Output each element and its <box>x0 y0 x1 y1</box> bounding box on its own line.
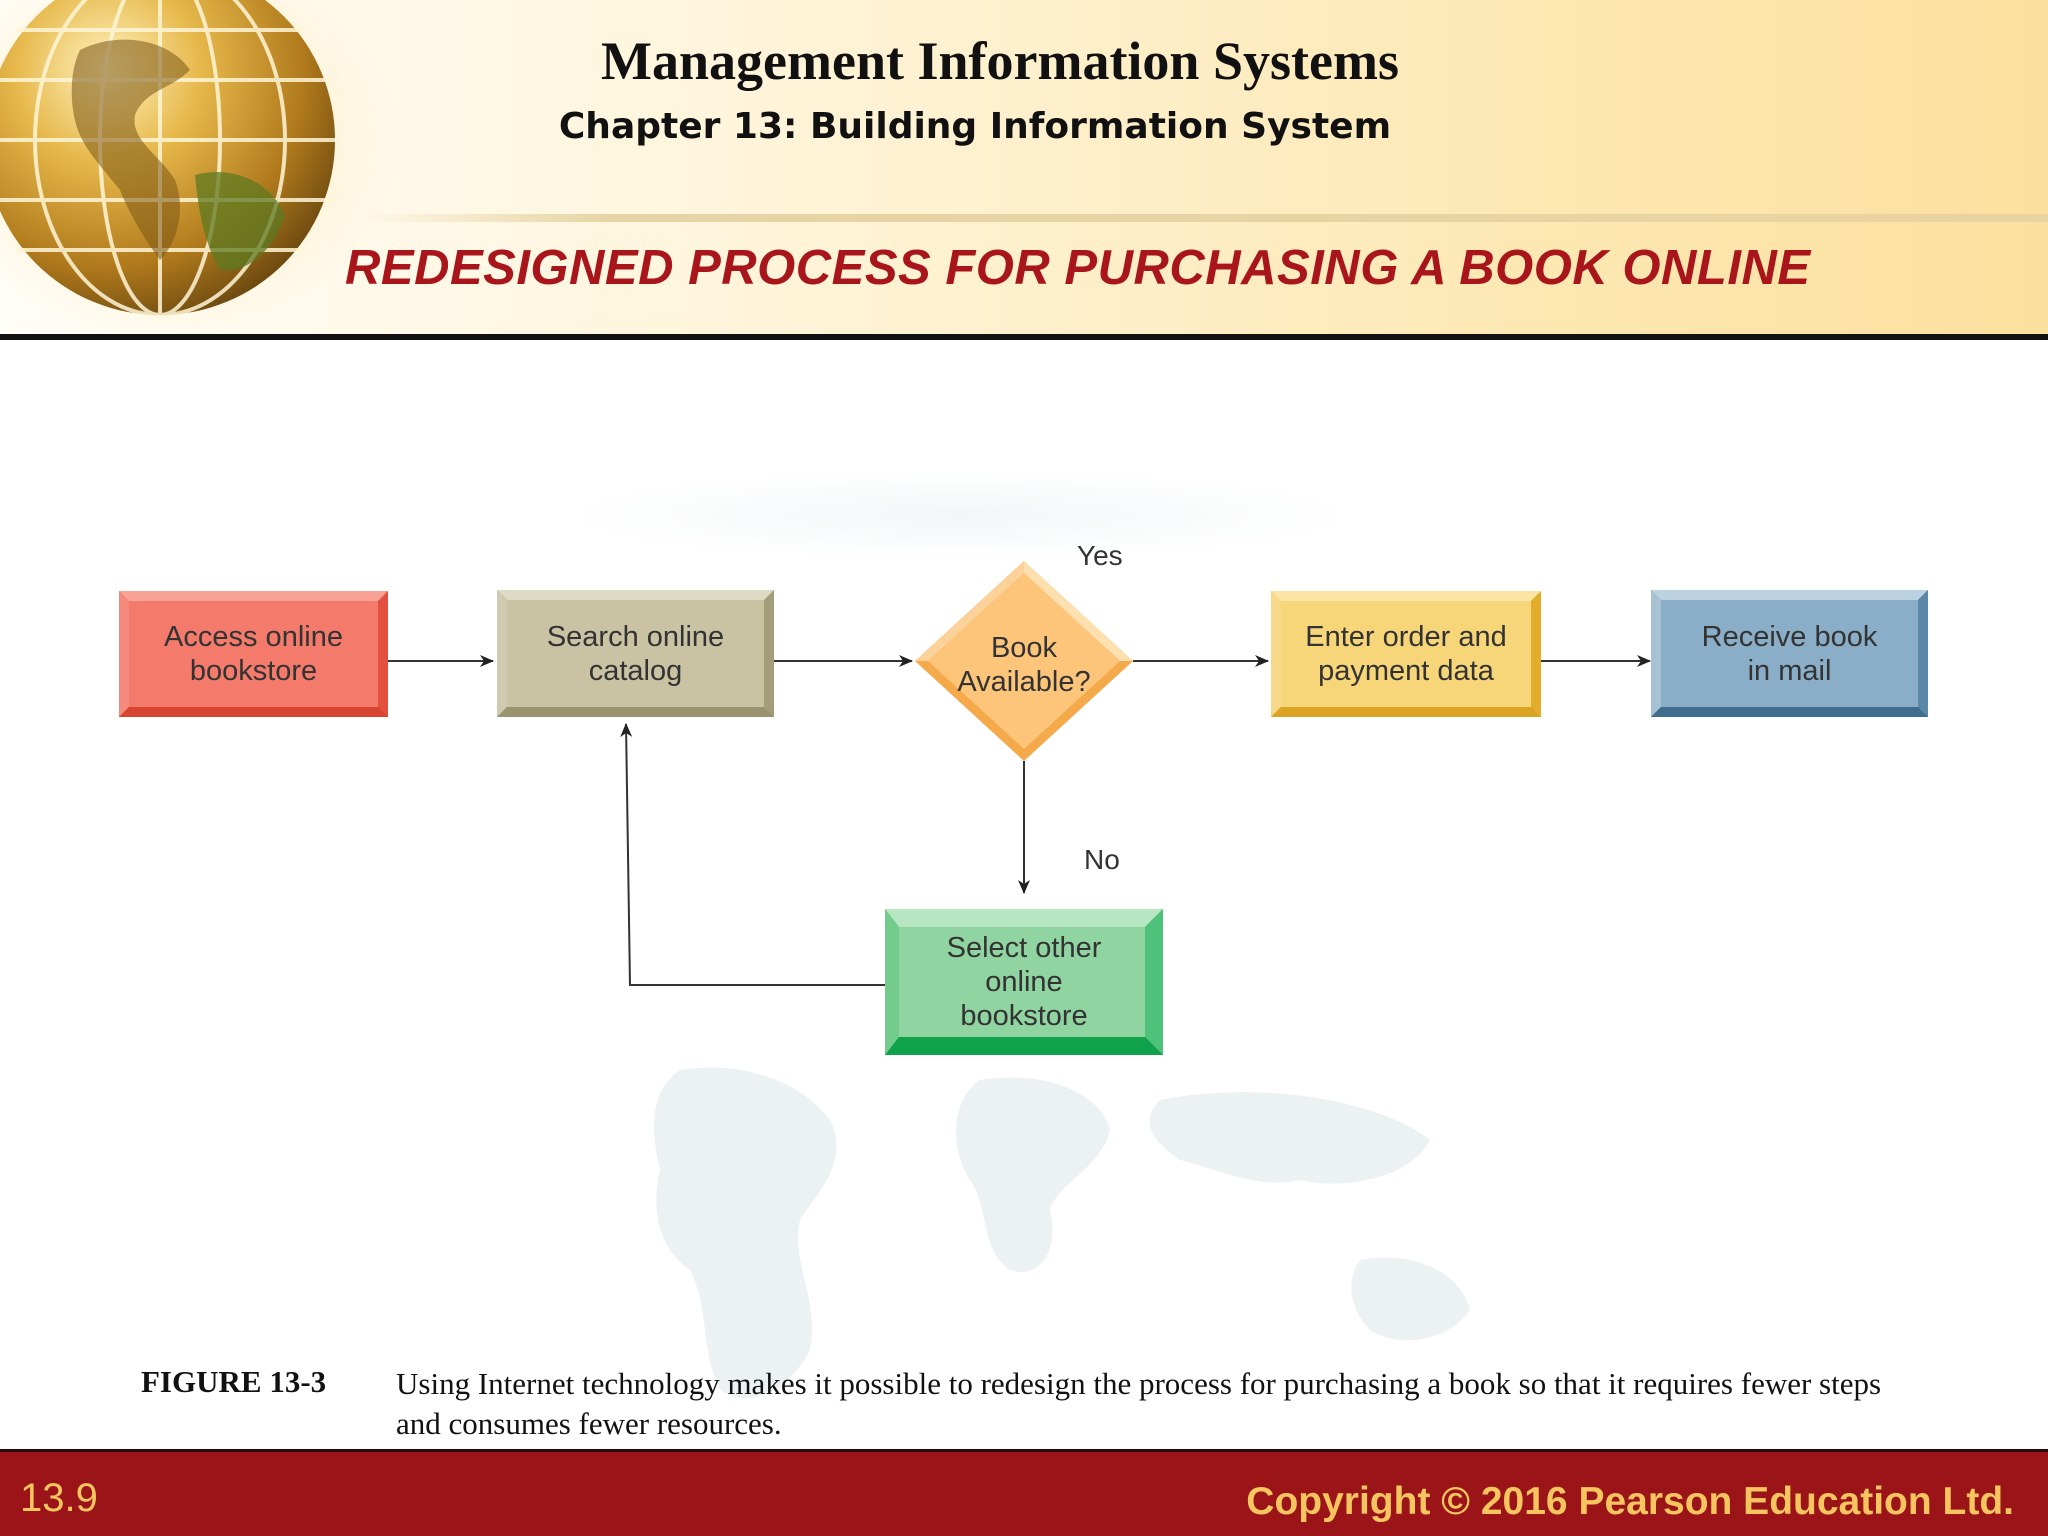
node-order-label: Enter order and payment data <box>1305 621 1507 687</box>
map-watermark-top <box>560 470 1360 560</box>
label-no: No <box>1084 844 1120 875</box>
slide-heading: REDESIGNED PROCESS FOR PURCHASING A BOOK… <box>345 241 1811 295</box>
node-access-bookstore: Access online bookstore <box>119 591 388 717</box>
node-select-label: Select other online bookstore <box>946 932 1102 1032</box>
node-select-bevel <box>885 909 1163 1055</box>
node-decision-label: Book Available? <box>957 632 1091 698</box>
copyright-notice: Copyright © 2016 Pearson Education Ltd. <box>1246 1480 2014 1523</box>
node-select-other-bookstore: Select other online bookstore <box>885 909 1163 1055</box>
node-receive-bevel <box>1651 590 1928 717</box>
node-search-label: Search online catalog <box>546 620 725 687</box>
slide-number: 13.9 <box>20 1476 98 1520</box>
node-search-catalog: Search online catalog <box>497 590 774 717</box>
world-map-watermark <box>654 1067 1470 1398</box>
node-book-available-decision: Book Available? <box>915 561 1133 761</box>
node-search-bevel <box>497 590 774 717</box>
slide-header: Management Information Systems Chapter 1… <box>0 0 2048 340</box>
course-title: Management Information Systems <box>0 30 2048 92</box>
slide-footer <box>0 1449 2048 1536</box>
node-order-bevel <box>1271 591 1541 717</box>
node-access-bevel <box>119 591 388 717</box>
header-band <box>360 214 2048 222</box>
figure-caption: Using Internet technology makes it possi… <box>396 1366 1882 1441</box>
chapter-subtitle-text: Chapter 13: Building Information System <box>558 106 1392 147</box>
node-access-label: Access online bookstore <box>164 621 343 687</box>
node-receive-label: Receive book in mail <box>1701 620 1878 687</box>
course-title-text: Management Information Systems <box>601 31 1399 91</box>
node-receive-book: Receive book in mail <box>1651 590 1928 717</box>
header-rule <box>0 334 2048 340</box>
figure-number: FIGURE 13-3 <box>141 1364 327 1399</box>
label-yes: Yes <box>1077 540 1123 571</box>
chapter-subtitle: Chapter 13: Building Information System <box>0 106 2048 147</box>
decision-diamond-shape <box>915 561 1133 761</box>
globe-logo-icon <box>0 0 400 340</box>
arrow-select-to-search <box>620 723 885 986</box>
node-enter-order: Enter order and payment data <box>1271 591 1541 717</box>
